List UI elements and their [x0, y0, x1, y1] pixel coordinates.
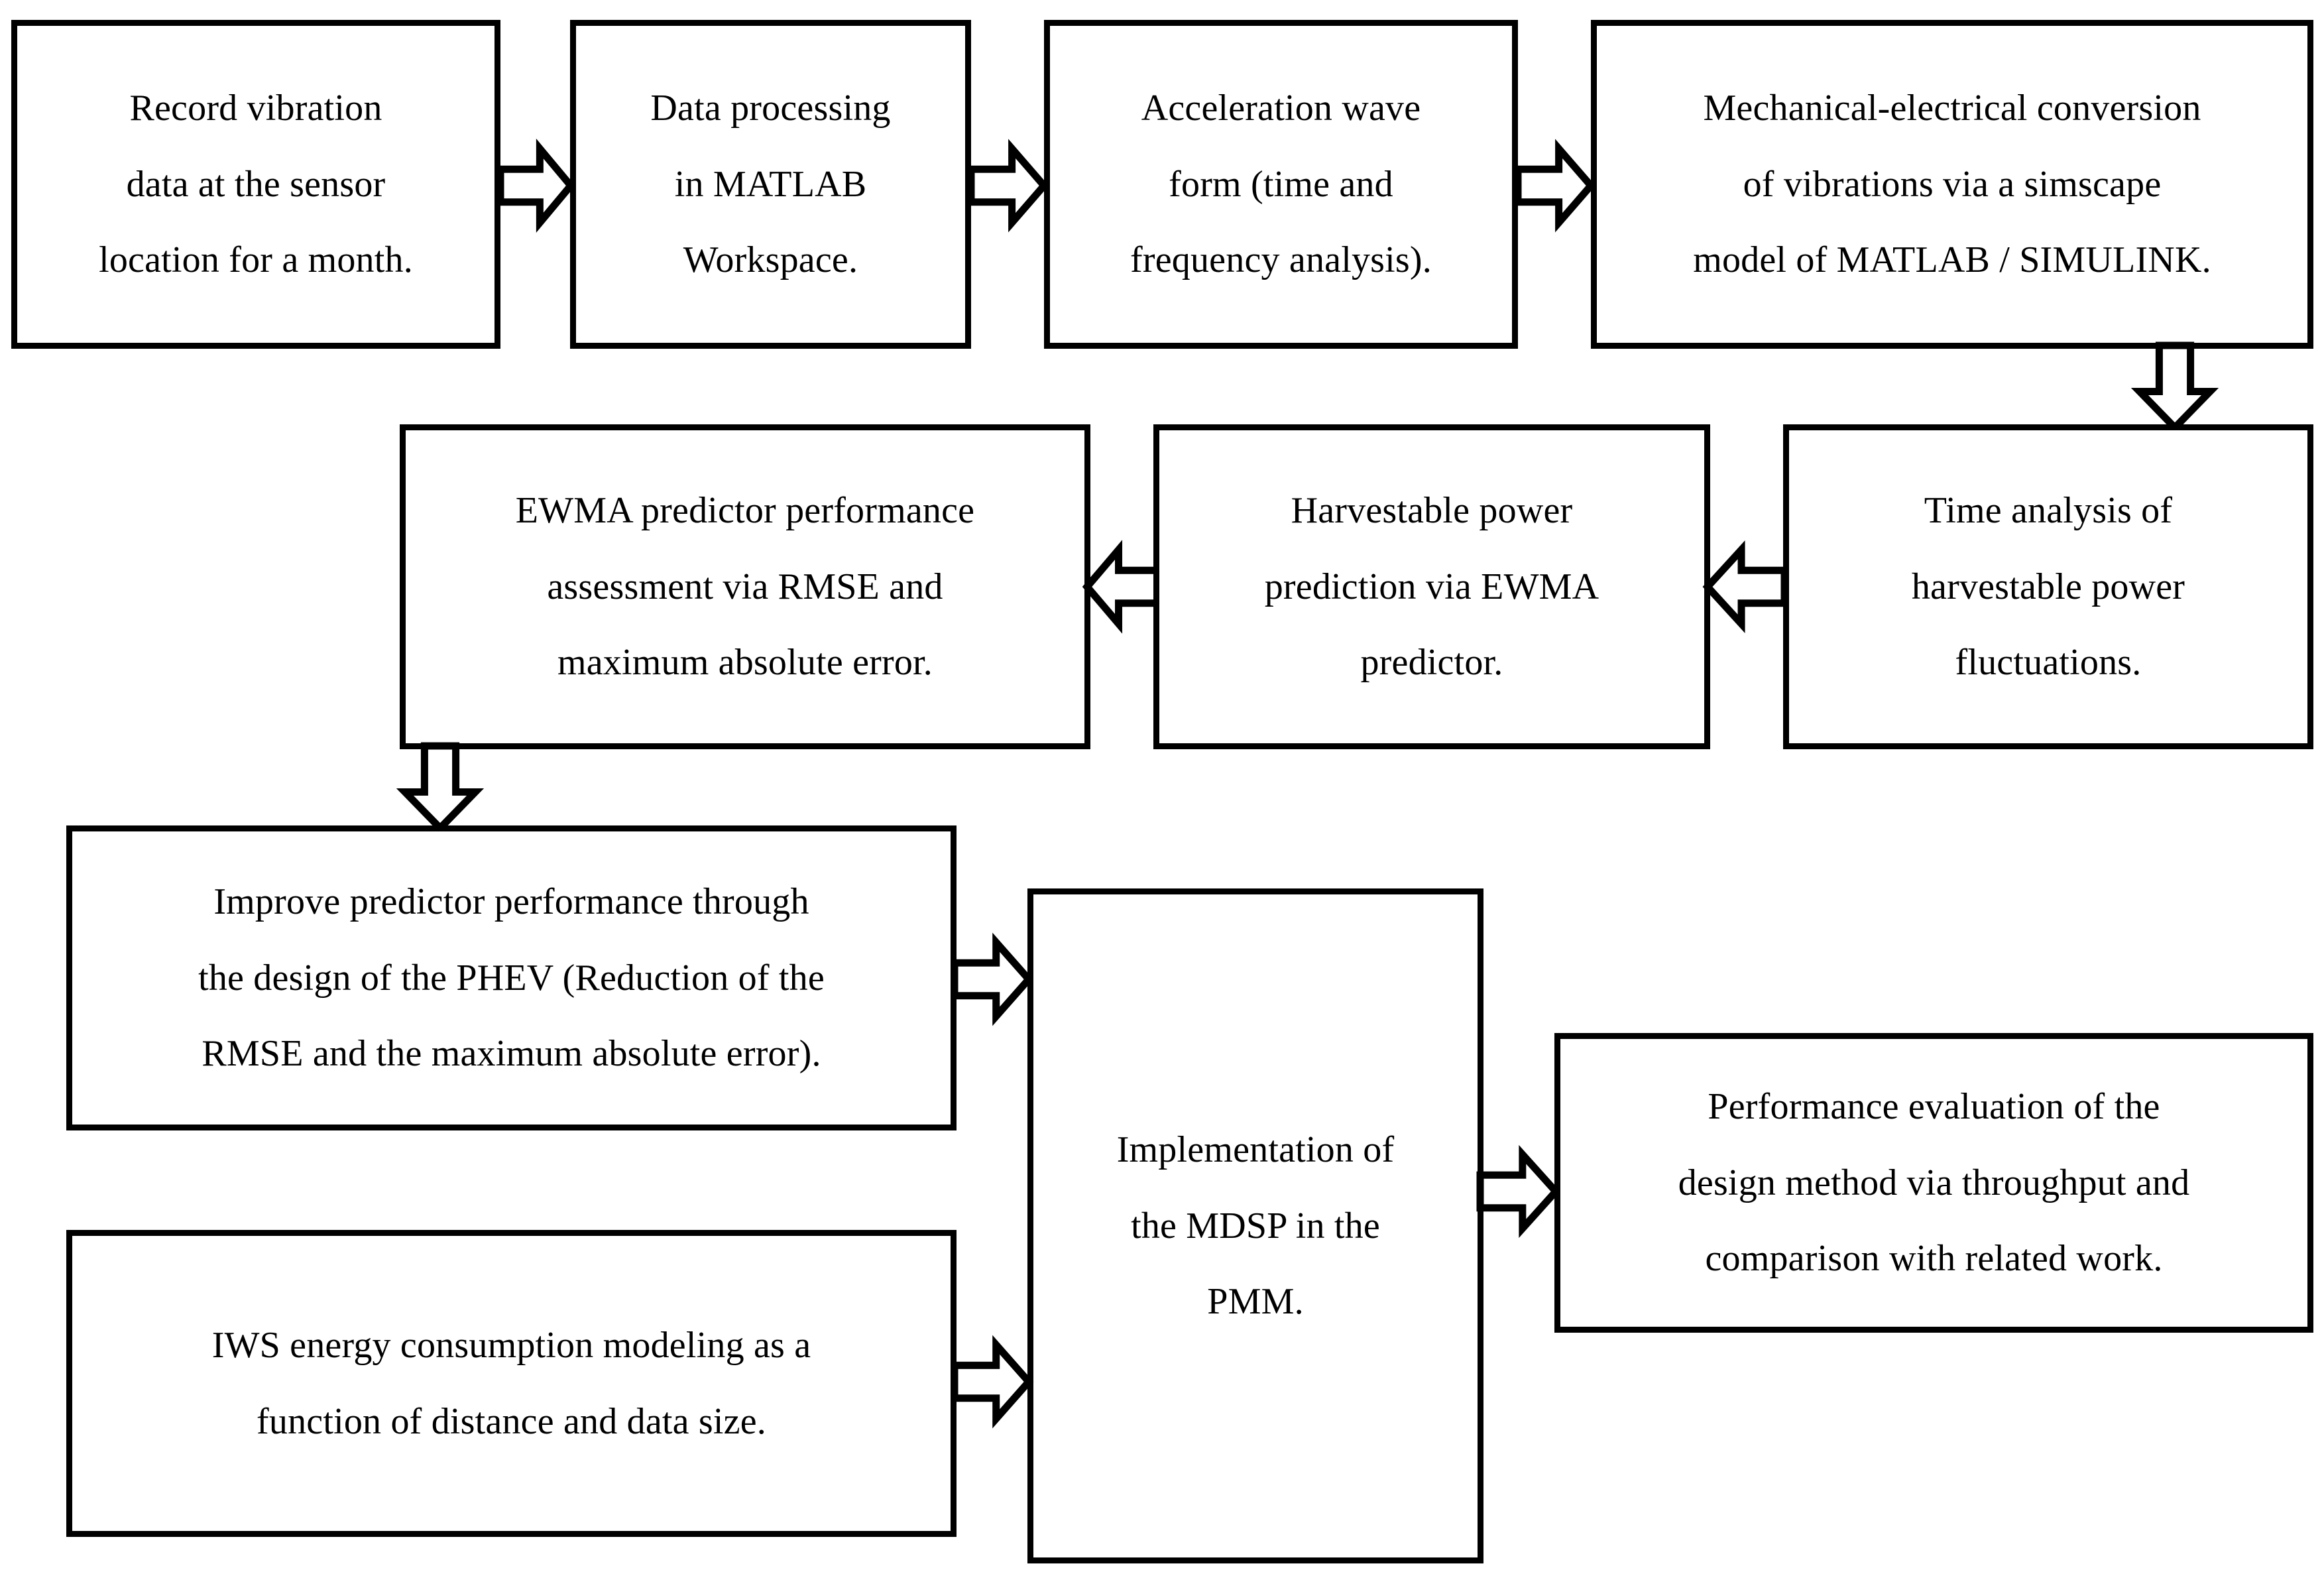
- flow-node-acceleration-wave-form[interactable]: Acceleration wave form (time and frequen…: [1044, 20, 1518, 349]
- flow-node-label: Harvestable power prediction via EWMA pr…: [1264, 489, 1599, 684]
- flow-node-label: IWS energy consumption modeling as a fun…: [211, 1324, 811, 1442]
- flow-node-improve-predictor-performance[interactable]: Improve predictor performance through th…: [66, 825, 957, 1130]
- flow-node-record-vibration[interactable]: Record vibration data at the sensor loca…: [11, 20, 500, 349]
- flow-node-data-processing[interactable]: Data processing in MATLAB Workspace.: [570, 20, 971, 349]
- flow-node-label: Improve predictor performance through th…: [198, 881, 825, 1075]
- arrow-right-improve-to-mdsp: [955, 938, 1029, 1020]
- flow-node-label: Data processing in MATLAB Workspace.: [650, 87, 891, 281]
- arrow-down-ewma-assessment-to-improve: [401, 746, 479, 828]
- flow-node-iws-energy-consumption[interactable]: IWS energy consumption modeling as a fun…: [66, 1230, 957, 1537]
- flow-node-label: Time analysis of harvestable power fluct…: [1911, 489, 2185, 684]
- flow-node-time-analysis[interactable]: Time analysis of harvestable power fluct…: [1783, 424, 2313, 749]
- arrow-right-mdsp-to-evaluation: [1480, 1150, 1556, 1233]
- arrow-down-conversion-to-time-analysis: [2136, 345, 2214, 428]
- arrow-right-acceleration-to-conversion: [1518, 145, 1591, 227]
- flow-node-label: EWMA predictor performance assessment vi…: [515, 489, 975, 684]
- flow-node-performance-evaluation[interactable]: Performance evaluation of the design met…: [1554, 1033, 2313, 1333]
- flow-node-harvestable-power-prediction[interactable]: Harvestable power prediction via EWMA pr…: [1153, 424, 1710, 749]
- flow-node-label: Performance evaluation of the design met…: [1678, 1085, 2190, 1280]
- flow-node-label: Acceleration wave form (time and frequen…: [1130, 87, 1432, 281]
- arrow-right-record-to-processing: [500, 145, 571, 227]
- flow-node-ewma-performance-assessment[interactable]: EWMA predictor performance assessment vi…: [400, 424, 1090, 749]
- flow-node-mdsp-implementation[interactable]: Implementation of the MDSP in the PMM.: [1027, 888, 1483, 1563]
- flow-node-mechanical-electrical-conversion[interactable]: Mechanical-electrical conversion of vibr…: [1591, 20, 2313, 349]
- flow-node-label: Mechanical-electrical conversion of vibr…: [1693, 87, 2211, 281]
- flow-node-label: Record vibration data at the sensor loca…: [99, 87, 413, 281]
- arrow-right-processing-to-acceleration: [971, 145, 1044, 227]
- arrow-left-harvestable-to-ewma-assessment: [1087, 546, 1159, 628]
- arrow-left-time-analysis-to-harvestable: [1708, 546, 1784, 628]
- arrow-right-iws-to-mdsp: [955, 1341, 1029, 1423]
- flow-node-label: Implementation of the MDSP in the PMM.: [1116, 1128, 1395, 1323]
